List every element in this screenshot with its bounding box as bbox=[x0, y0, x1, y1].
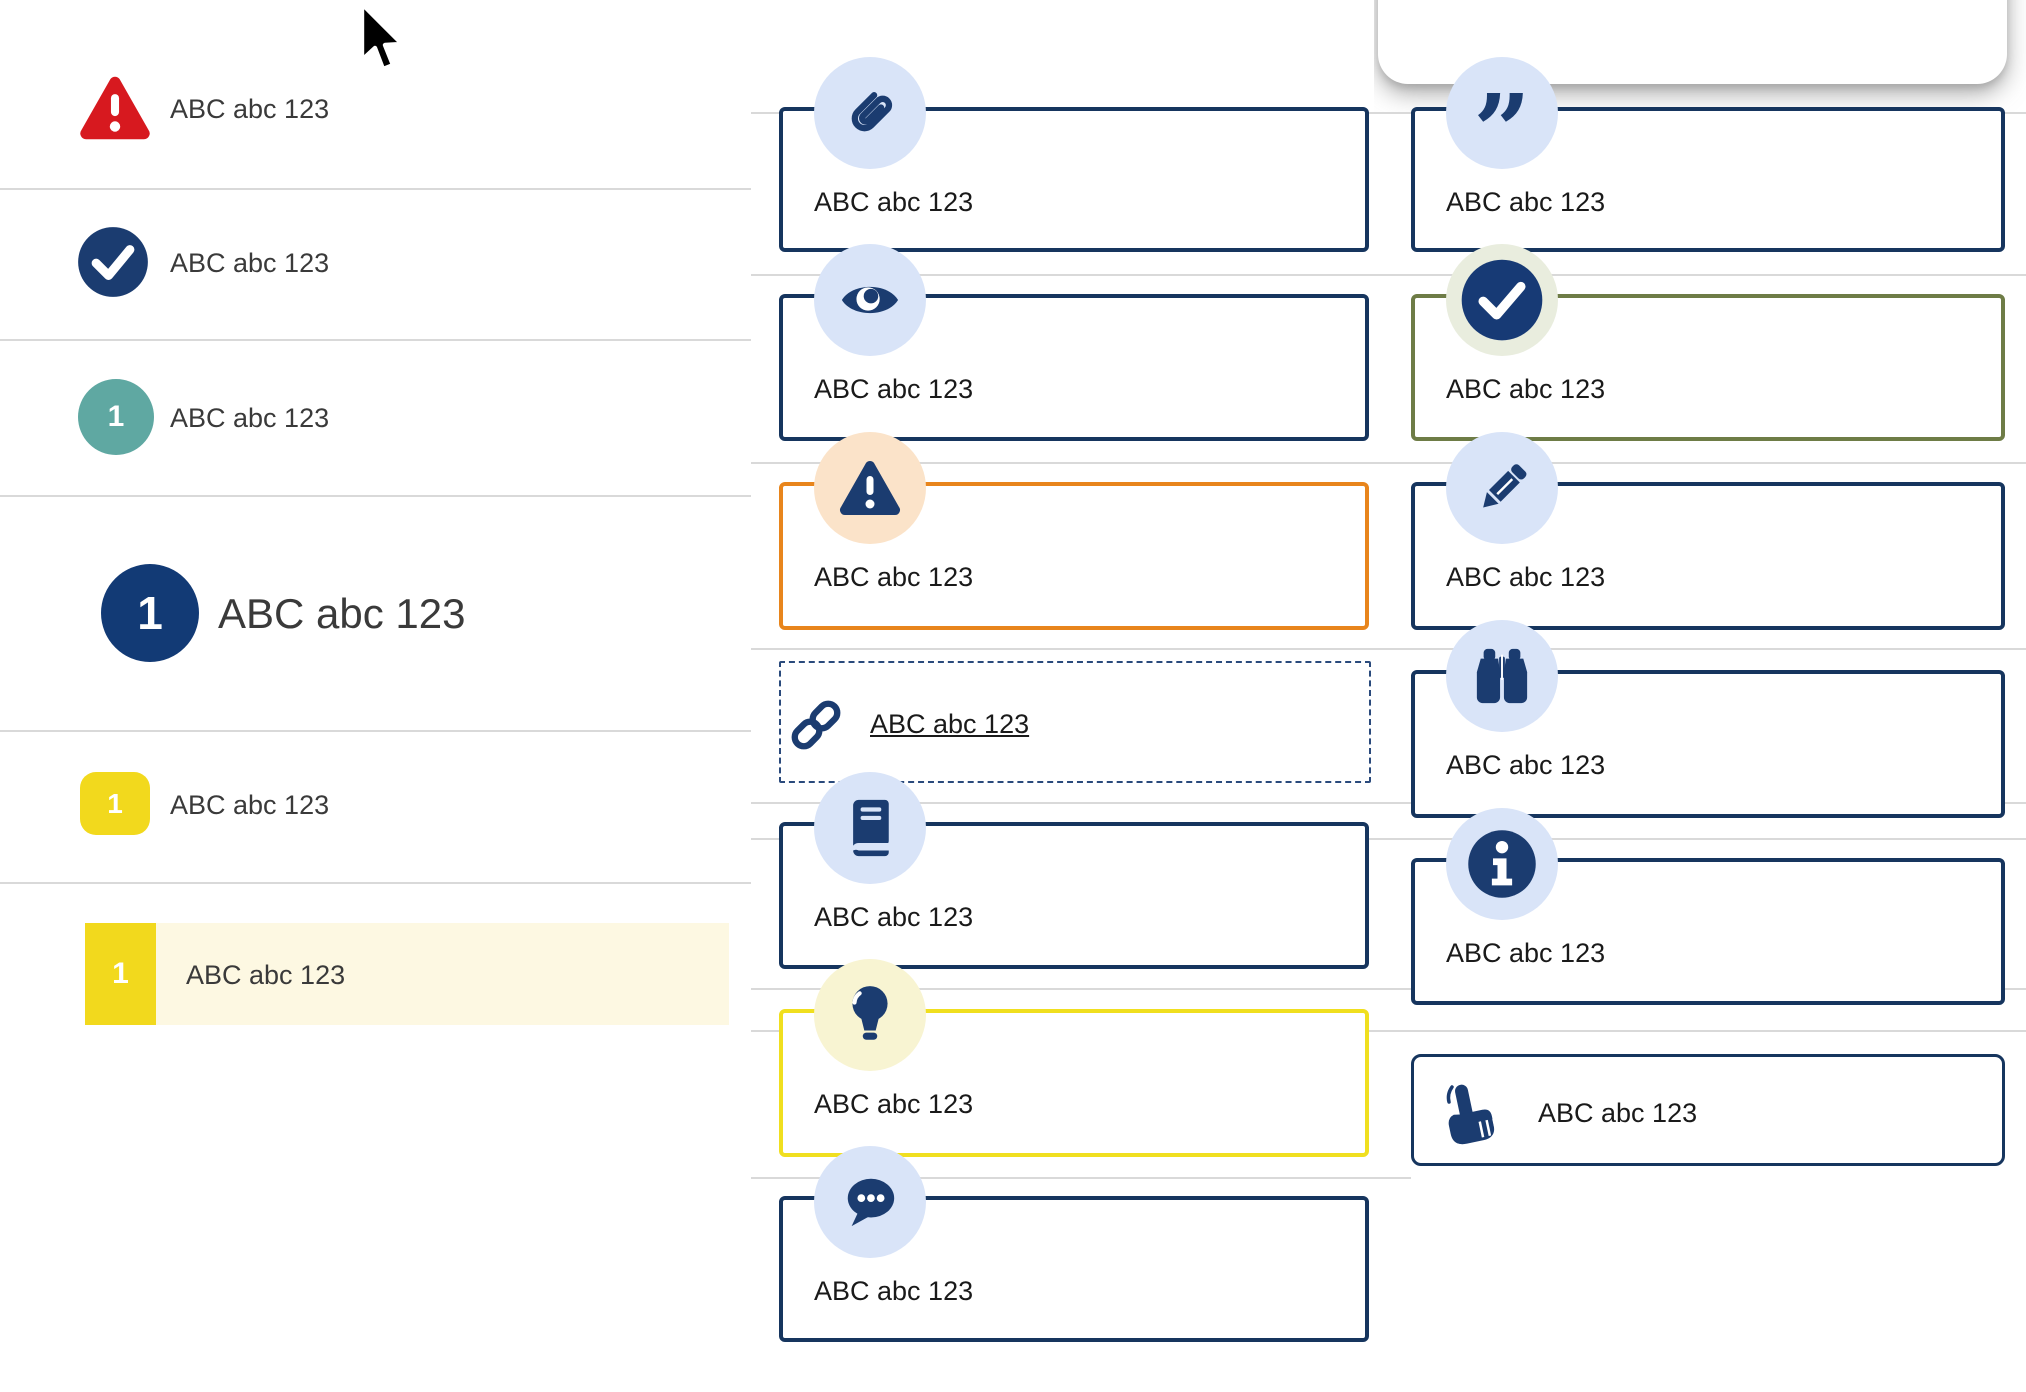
card-text: ABC abc 123 bbox=[1446, 750, 1606, 780]
callout-card-comment: ABC abc 123 bbox=[779, 1146, 1369, 1342]
pencil-icon bbox=[1483, 464, 1527, 508]
card-text: ABC abc 123 bbox=[1446, 938, 1606, 968]
callout-card-warning: ABC abc 123 bbox=[779, 432, 1369, 630]
icon-circle: ” bbox=[1446, 57, 1558, 190]
divider bbox=[751, 838, 2026, 840]
binoculars-icon bbox=[1476, 648, 1528, 704]
eye-icon bbox=[841, 286, 899, 314]
link-icon bbox=[787, 696, 845, 759]
card-text: ABC abc 123 bbox=[814, 1089, 974, 1119]
badge-number: 1 bbox=[137, 587, 163, 639]
warning-triangle-icon bbox=[80, 76, 150, 140]
callout-card-edit: ABC abc 123 bbox=[1411, 432, 2005, 630]
callout-card-success: ABC abc 123 bbox=[1411, 244, 2005, 441]
list-item-label: ABC abc 123 bbox=[170, 790, 330, 820]
card-text: ABC abc 123 bbox=[1446, 562, 1606, 592]
divider bbox=[751, 802, 2026, 804]
card-text: ABC abc 123 bbox=[1538, 1098, 1698, 1128]
card-text: ABC abc 123 bbox=[814, 1276, 974, 1306]
divider bbox=[751, 1177, 1411, 1179]
navy-number-badge-large: 1 bbox=[101, 564, 199, 662]
icon-circle bbox=[814, 772, 926, 884]
divider bbox=[0, 188, 751, 190]
callout-card-action: ABC abc 123 bbox=[1411, 1054, 2005, 1166]
chat-icon bbox=[847, 1178, 895, 1227]
callout-card-info: ABC abc 123 bbox=[1411, 808, 2005, 1005]
divider bbox=[0, 495, 751, 497]
icon-circle bbox=[814, 432, 926, 544]
icon-circle bbox=[814, 959, 926, 1071]
divider bbox=[751, 112, 2026, 114]
divider bbox=[751, 462, 2026, 464]
card-text: ABC abc 123 bbox=[1446, 187, 1606, 217]
lightbulb-icon bbox=[852, 986, 888, 1040]
list-item-label: ABC abc 123 bbox=[170, 248, 330, 278]
icon-circle bbox=[1446, 244, 1558, 356]
divider bbox=[751, 274, 2026, 276]
badge-number: 1 bbox=[107, 400, 125, 433]
check-circle-icon bbox=[1461, 259, 1543, 341]
divider bbox=[751, 1030, 2026, 1032]
info-icon bbox=[1468, 830, 1536, 898]
card-text: ABC abc 123 bbox=[814, 902, 974, 932]
icon-circle bbox=[1446, 432, 1558, 544]
card-text: ABC abc 123 bbox=[814, 374, 974, 404]
warning-triangle-icon bbox=[840, 461, 900, 515]
highlighted-list-row bbox=[85, 923, 729, 1025]
card-text: ABC abc 123 bbox=[814, 187, 974, 217]
card-text: ABC abc 123 bbox=[814, 562, 974, 592]
icon-circle bbox=[814, 1146, 926, 1258]
callout-card-view: ABC abc 123 bbox=[779, 244, 1369, 441]
list-item-label: ABC abc 123 bbox=[186, 960, 346, 990]
icon-circle bbox=[1446, 808, 1558, 920]
icon-circle bbox=[1446, 620, 1558, 732]
icon-circle bbox=[814, 244, 926, 356]
divider bbox=[0, 339, 751, 341]
card-link[interactable]: ABC abc 123 bbox=[870, 709, 1030, 739]
list-item-label-large: ABC abc 123 bbox=[218, 590, 466, 637]
check-circle-icon bbox=[78, 227, 148, 297]
callout-card-tip: ABC abc 123 bbox=[779, 959, 1369, 1157]
list-item-label: ABC abc 123 bbox=[170, 94, 330, 124]
callout-card-link: ABC abc 123 bbox=[779, 661, 1371, 783]
yellow-number-badge: 1 bbox=[80, 772, 150, 835]
divider bbox=[0, 730, 751, 732]
yellow-number-badge: 1 bbox=[85, 923, 156, 1025]
callout-card-attachment: ABC abc 123 bbox=[779, 57, 1369, 252]
teal-number-badge: 1 bbox=[78, 379, 154, 455]
book-icon bbox=[851, 799, 889, 857]
callout-card-quote: ” ABC abc 123 bbox=[1411, 57, 2005, 252]
divider bbox=[0, 882, 751, 884]
badge-number: 1 bbox=[112, 957, 129, 990]
list-item-label: ABC abc 123 bbox=[170, 403, 330, 433]
quote-icon: ” bbox=[1473, 72, 1531, 190]
divider bbox=[751, 988, 2026, 990]
icon-circle bbox=[814, 57, 926, 169]
callout-card-reference: ABC abc 123 bbox=[779, 772, 1369, 969]
paperclip-icon bbox=[851, 92, 893, 132]
card-text: ABC abc 123 bbox=[1446, 374, 1606, 404]
callout-card-search: ABC abc 123 bbox=[1411, 620, 2005, 818]
badge-number: 1 bbox=[107, 787, 123, 819]
divider bbox=[751, 648, 2026, 650]
mouse-cursor-icon bbox=[359, 2, 405, 72]
hand-point-icon bbox=[1440, 1081, 1504, 1152]
